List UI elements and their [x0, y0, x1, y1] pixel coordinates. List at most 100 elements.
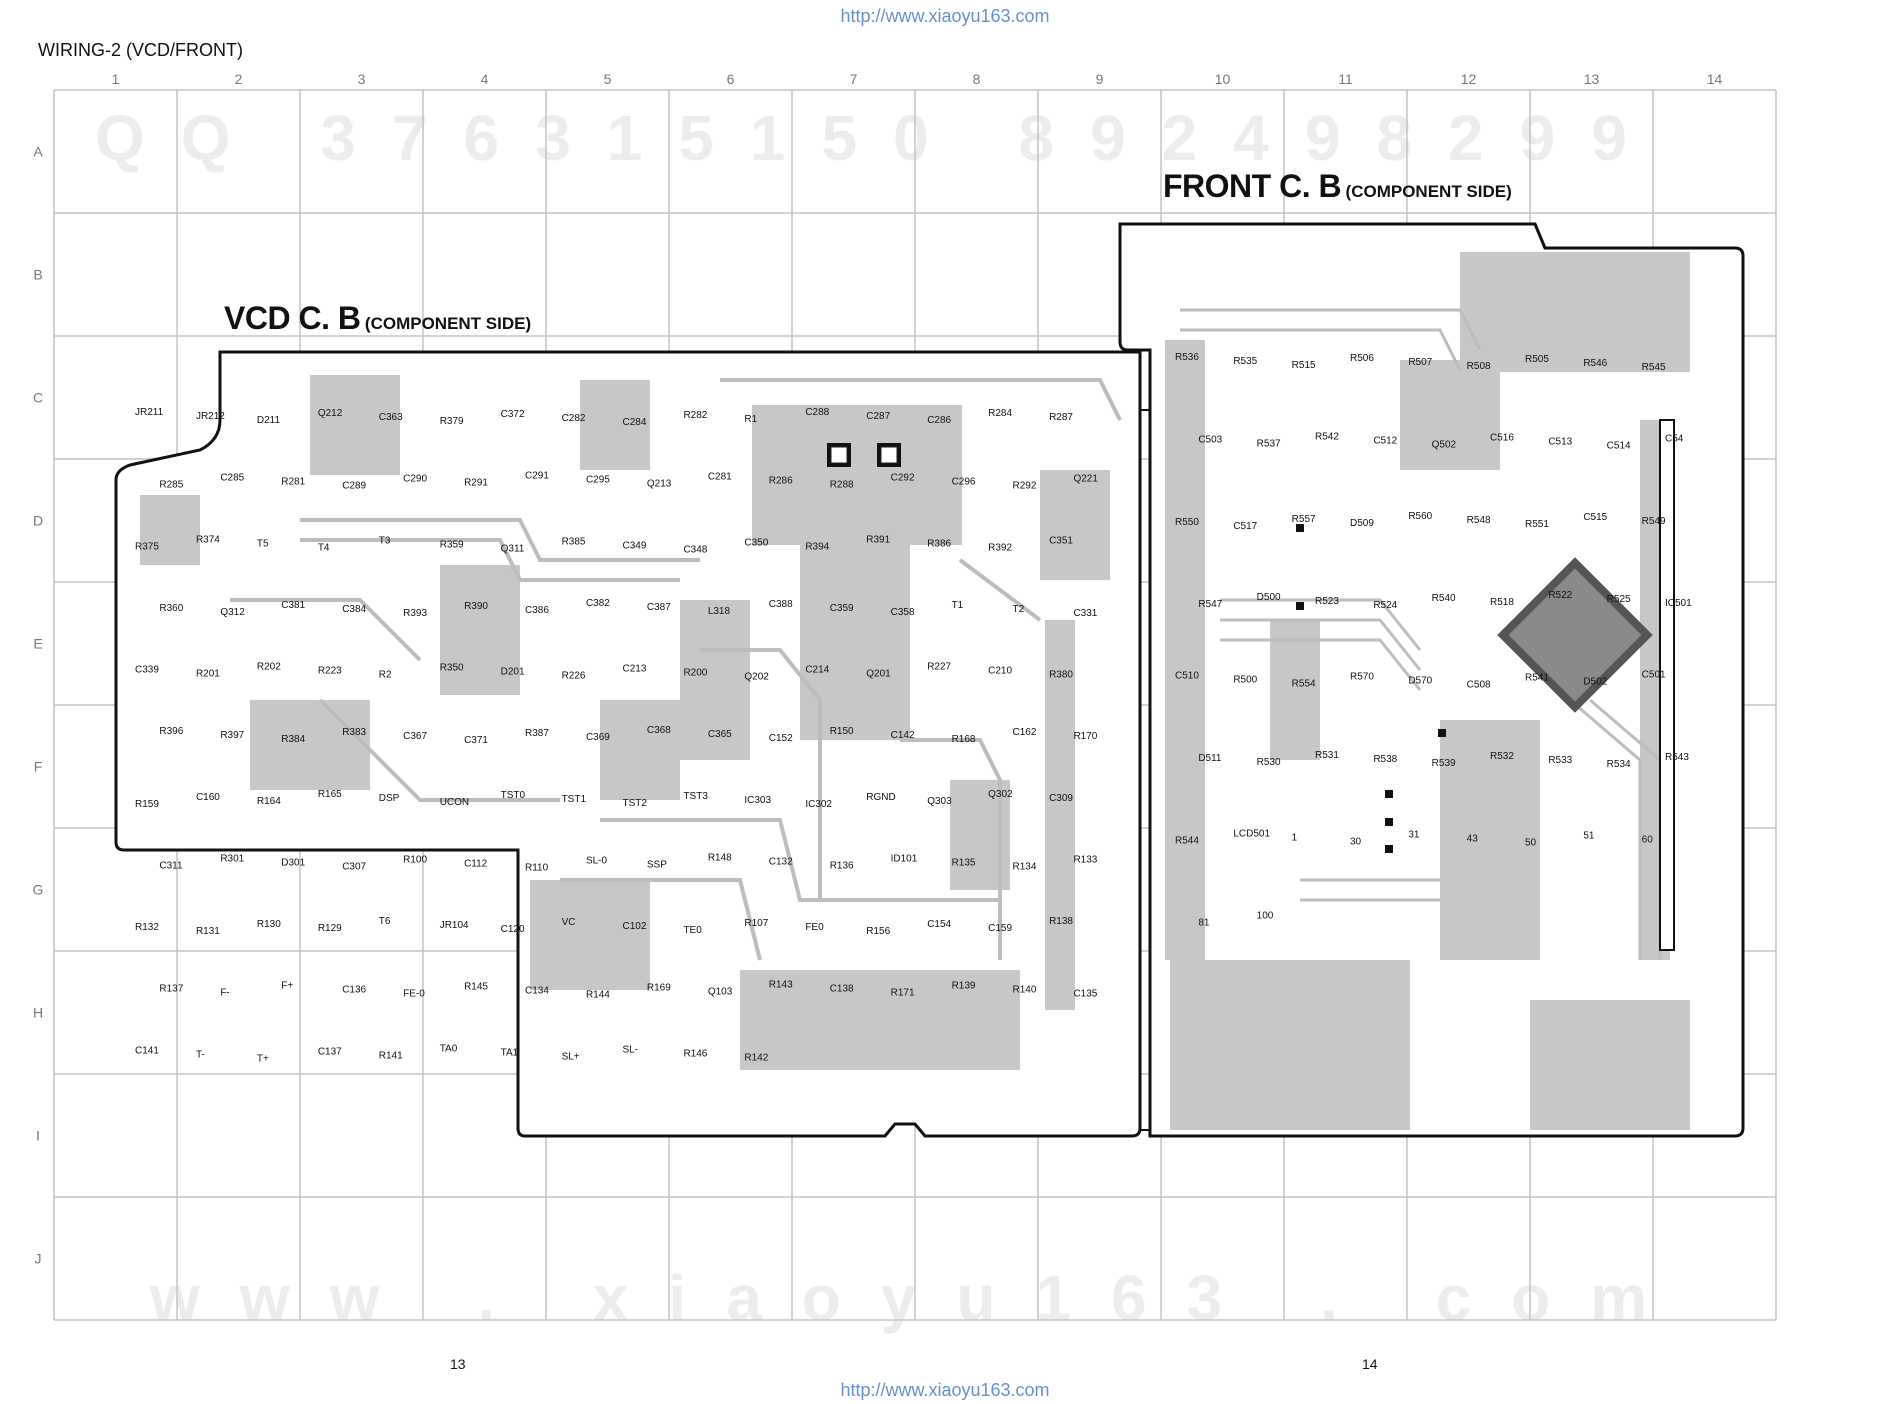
component-label: Q311 [501, 543, 525, 554]
component-label: R545 [1642, 362, 1666, 373]
component-label: 31 [1408, 829, 1420, 840]
component-label: C132 [769, 856, 793, 867]
component-label: R505 [1525, 354, 1549, 365]
component-label: R350 [440, 663, 464, 674]
grid-column-label: 5 [604, 71, 612, 87]
component-label: C359 [830, 603, 854, 614]
component-label: C367 [403, 731, 427, 742]
component-label: R397 [220, 730, 244, 741]
component-label: FE0 [805, 922, 824, 933]
component-label: C162 [1013, 727, 1037, 738]
component-label: C152 [769, 733, 793, 744]
component-label: C381 [281, 600, 305, 611]
component-label: R541 [1525, 673, 1549, 684]
component-label: TE0 [683, 925, 702, 936]
component-label: Q103 [708, 987, 733, 998]
component-label: R145 [464, 982, 488, 993]
component-label: R142 [744, 1052, 768, 1063]
component-label: 30 [1350, 836, 1362, 847]
component-label: 50 [1525, 837, 1537, 848]
component-label: C285 [220, 473, 244, 484]
grid-column-label: 11 [1338, 71, 1353, 87]
component-label: C284 [623, 417, 647, 428]
component-label: C291 [525, 471, 549, 482]
front-board-heading: FRONT C. B (COMPONENT SIDE) [1163, 168, 1512, 205]
component-label: R227 [927, 662, 951, 673]
component-label: R379 [440, 416, 464, 427]
component-label: R159 [135, 799, 159, 810]
component-label: RGND [866, 792, 895, 803]
component-label: C210 [988, 666, 1012, 677]
component-label: FE-0 [403, 989, 425, 1000]
component-label: T5 [257, 538, 269, 549]
component-label: C54 [1665, 433, 1684, 444]
component-label: R285 [159, 480, 183, 491]
component-label: R539 [1432, 758, 1456, 769]
component-label: D211 [257, 415, 281, 426]
component-label: DSP [379, 793, 400, 804]
component-label: 100 [1257, 911, 1274, 922]
component-label: R164 [257, 796, 281, 807]
component-label: 60 [1642, 834, 1654, 845]
footer-url[interactable]: http://www.xiaoyu163.com [840, 1380, 1050, 1400]
grid-column-label: 3 [358, 71, 366, 87]
component-label: T- [196, 1049, 205, 1060]
component-label: C514 [1607, 440, 1631, 451]
component-label: JR212 [196, 411, 225, 422]
component-label: C358 [891, 607, 915, 618]
grid-row-label: D [33, 513, 43, 529]
component-label: T4 [318, 542, 330, 553]
component-label: L318 [708, 606, 731, 617]
component-label: IC501 [1665, 598, 1692, 609]
vcd-traces [230, 378, 1122, 961]
component-label: R359 [440, 539, 464, 550]
component-label: C382 [586, 598, 610, 609]
component-label: C387 [647, 602, 671, 613]
component-label: Q202 [744, 672, 769, 683]
component-label: R143 [769, 980, 793, 991]
component-label: C138 [830, 984, 854, 995]
component-label: C369 [586, 732, 610, 743]
component-label: C281 [708, 472, 732, 483]
component-label: R156 [866, 926, 890, 937]
component-label: R291 [464, 478, 488, 489]
component-label: R384 [281, 734, 305, 745]
component-label: R301 [220, 853, 244, 864]
component-label: R133 [1073, 854, 1097, 865]
vcd-ic-windows [830, 446, 898, 464]
component-label: Q213 [647, 479, 672, 490]
component-label: D301 [281, 857, 305, 868]
page-number-left: 13 [450, 1356, 466, 1372]
grid-row-label: H [33, 1005, 43, 1021]
header-url[interactable]: http://www.xiaoyu163.com [840, 6, 1050, 26]
component-label: R131 [196, 926, 220, 937]
component-label: R542 [1315, 431, 1339, 442]
component-label: JR211 [135, 407, 164, 418]
component-label: 51 [1583, 830, 1595, 841]
component-label: R390 [464, 601, 488, 612]
component-label: R132 [135, 922, 159, 933]
component-label: C287 [866, 411, 890, 422]
bottom-watermark: www . xiaoyu163 . com [149, 1262, 1687, 1334]
component-label: R286 [769, 476, 793, 487]
component-label: R146 [683, 1048, 707, 1059]
component-label: C365 [708, 729, 732, 740]
component-label: C288 [805, 407, 829, 418]
component-label: R570 [1350, 672, 1374, 683]
component-label: R500 [1233, 675, 1257, 686]
component-label: C331 [1073, 608, 1097, 619]
component-label: C135 [1073, 989, 1097, 1000]
component-label: TST2 [623, 798, 648, 809]
component-label: R380 [1049, 670, 1073, 681]
component-label: R140 [1013, 985, 1037, 996]
component-label: C134 [525, 986, 549, 997]
component-label: R138 [1049, 916, 1073, 927]
grid-row-label: B [33, 267, 42, 283]
component-label: R141 [379, 1050, 403, 1061]
component-label: R546 [1583, 358, 1607, 369]
component-label: R170 [1073, 731, 1097, 742]
